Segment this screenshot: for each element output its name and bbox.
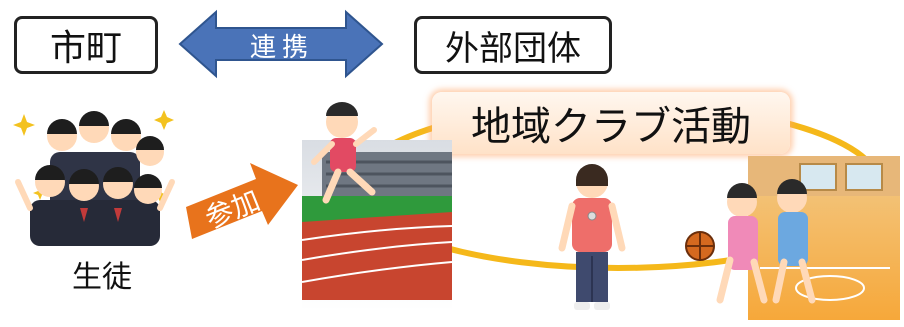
cooperation-arrow	[178, 9, 384, 79]
municipality-label: 市町	[49, 28, 122, 69]
participation-arrow	[186, 163, 298, 239]
external-org-box: 外部団体	[414, 16, 612, 74]
students-illustration	[13, 110, 175, 246]
club-activity-label: 地域クラブ活動	[471, 104, 751, 150]
basketball-illustration	[685, 156, 900, 320]
cooperation-label: 連携	[249, 33, 314, 63]
coach-illustration	[558, 164, 626, 310]
municipality-box: 市町	[14, 16, 158, 74]
track-field-illustration	[302, 102, 452, 310]
external-org-label: 外部団体	[445, 28, 581, 69]
club-activity-title: 地域クラブ活動	[432, 92, 790, 154]
students-label: 生徒	[72, 260, 132, 295]
